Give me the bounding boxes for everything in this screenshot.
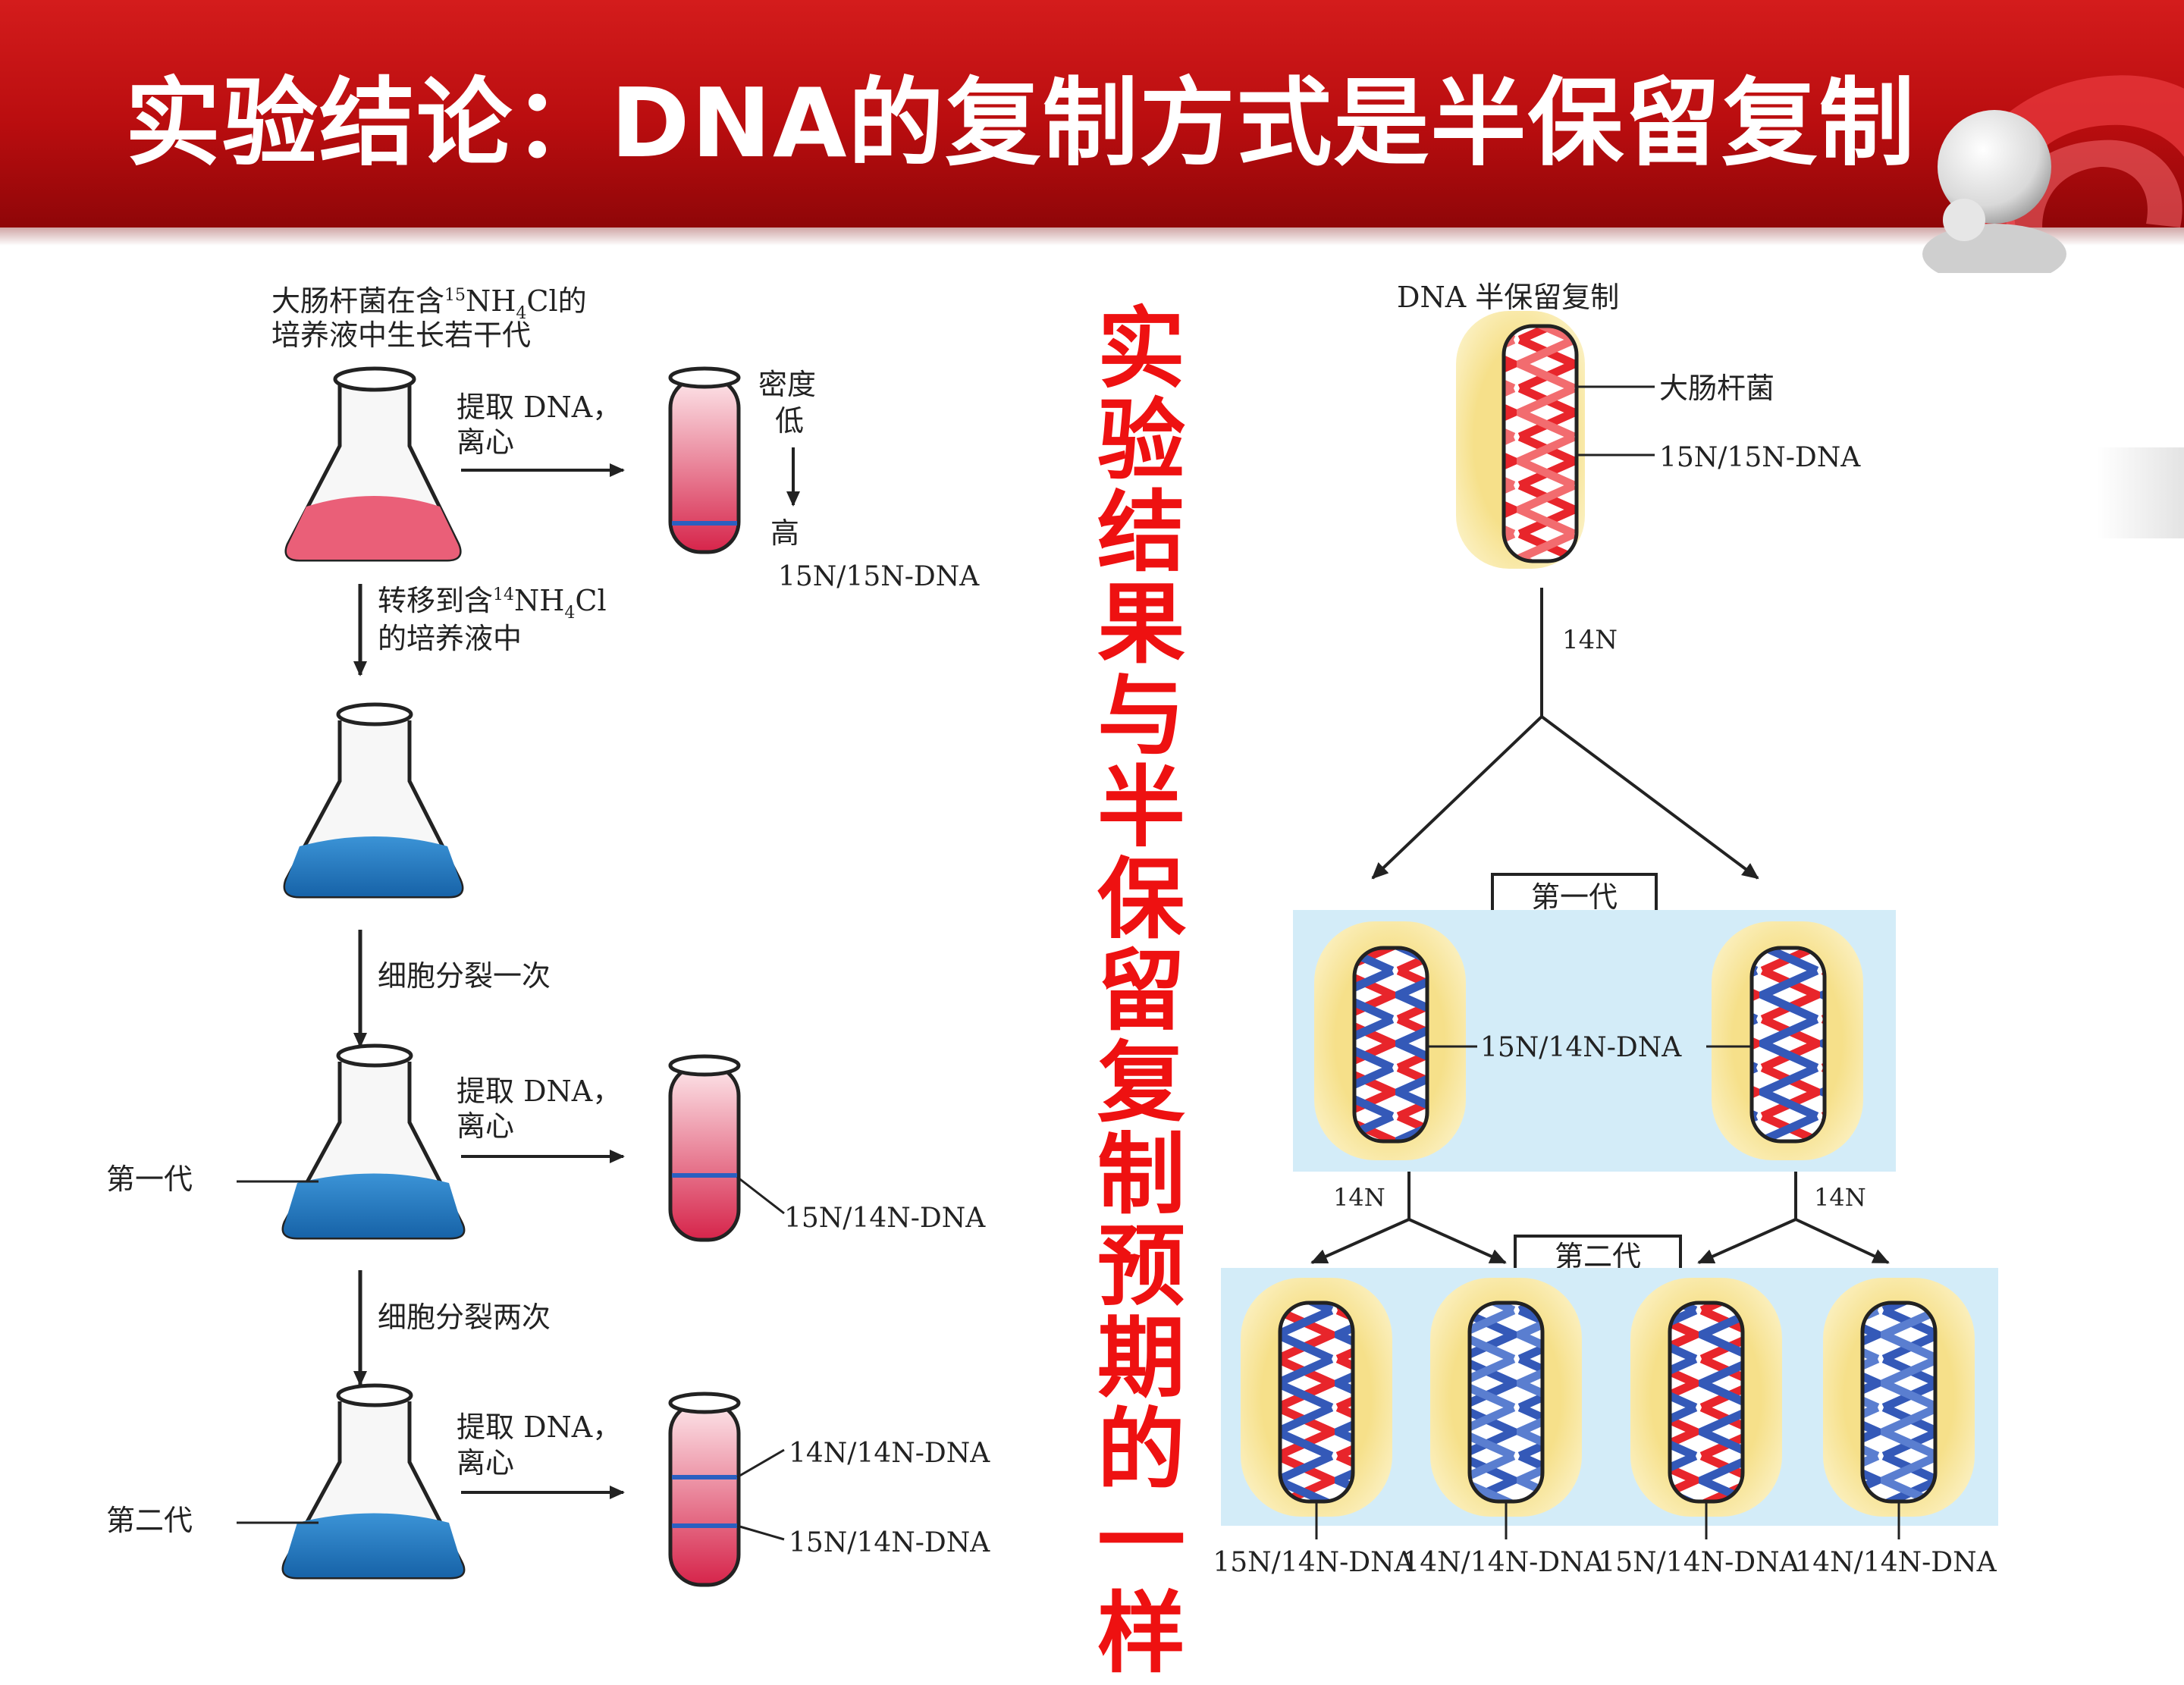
tube-2-pointer <box>736 1175 785 1215</box>
svg-text:提取 DNA，: 提取 DNA， <box>457 391 621 424</box>
flask-gen2 <box>281 1383 466 1580</box>
gen2-dna-label-2: 14N/14N-DNA <box>1402 1547 1604 1578</box>
gen2-cell-3 <box>1630 1278 1782 1517</box>
svg-text:高: 高 <box>770 516 799 550</box>
extract-label-3: 提取 DNA， 离心 <box>457 1410 621 1479</box>
svg-text:大肠杆菌在含15NH4Cl的: 大肠杆菌在含15NH4Cl的 <box>271 284 587 323</box>
label-15-15: 15N/15N-DNA <box>778 561 980 592</box>
svg-text:密度: 密度 <box>758 368 816 401</box>
tube-3 <box>668 1392 741 1587</box>
svg-text:的培养液中: 的培养液中 <box>378 622 522 655</box>
vertical-char: 果 <box>1097 573 1185 676</box>
tube-1 <box>668 366 741 554</box>
svg-text:离心: 离心 <box>457 425 514 459</box>
tube-3-pointer-top <box>736 1448 785 1479</box>
right-diagram: DNA 半保留复制 大肠杆菌 15N/15N-DNA 14N 第一代 15N/1… <box>1213 281 1998 1578</box>
tube-3-pointer-bottom <box>736 1524 785 1541</box>
right-header: DNA 半保留复制 <box>1397 281 1619 314</box>
right-edge-shade <box>2097 447 2184 538</box>
svg-text:培养液中生长若干代: 培养液中生长若干代 <box>271 318 531 352</box>
vertical-char: 与 <box>1097 665 1185 767</box>
gen2-dna-label-3: 15N/14N-DNA <box>1598 1547 1800 1578</box>
page-title: 实验结论：DNA的复制方式是半保留复制 <box>125 67 1916 179</box>
branch-1-left <box>1371 715 1543 880</box>
tube-2 <box>668 1054 741 1242</box>
gen2-label: 第二代 <box>106 1504 193 1537</box>
gen2-cell-2 <box>1430 1278 1582 1517</box>
label-15-14-b: 15N/14N-DNA <box>789 1527 990 1558</box>
left-diagram: 大肠杆菌在含15NH4Cl的 培养液中生长若干代 提取 DNA， 离心 密度 低… <box>106 284 990 1587</box>
vertical-char: 的 <box>1097 1399 1185 1501</box>
branch-2b <box>1408 1218 1507 1264</box>
gen2-cell-4 <box>1823 1278 1975 1517</box>
flask-initial <box>284 366 462 562</box>
branch-1-right <box>1540 715 1759 880</box>
gen1-cell-right <box>1712 921 1863 1160</box>
gen2-dna-label-1: 15N/14N-DNA <box>1213 1547 1414 1578</box>
vertical-char: 制 <box>1097 1124 1185 1226</box>
gen2-title: 第二代 <box>1555 1240 1641 1273</box>
branch-2a <box>1310 1218 1410 1264</box>
flask-gen1 <box>281 1043 466 1240</box>
label-15-14-a: 15N/14N-DNA <box>784 1203 986 1234</box>
svg-text:提取 DNA，: 提取 DNA， <box>457 1075 621 1108</box>
svg-text:离心: 离心 <box>457 1446 514 1479</box>
extract-label-1: 提取 DNA， 离心 <box>457 391 621 459</box>
vertical-char: 验 <box>1097 390 1185 492</box>
svg-text:离心: 离心 <box>457 1109 514 1143</box>
culture-label: 大肠杆菌在含15NH4Cl的 培养液中生长若干代 <box>271 284 587 352</box>
vertical-char: 复 <box>1097 1032 1185 1134</box>
svg-text:低: 低 <box>775 404 804 438</box>
vertical-char: 半 <box>1097 757 1185 859</box>
divide-once-label: 细胞分裂一次 <box>378 959 551 993</box>
n14-label-3: 14N <box>1814 1183 1866 1212</box>
branch-2d <box>1795 1218 1890 1264</box>
gen2-cell-1 <box>1241 1278 1392 1517</box>
vertical-char: 保 <box>1097 849 1185 951</box>
divide-twice-label: 细胞分裂两次 <box>378 1301 551 1334</box>
n14-label-1: 14N <box>1562 625 1618 655</box>
flask-transferred <box>283 702 464 899</box>
vertical-conclusion: 实验结果与半保留复制预期的一样 <box>1092 303 1191 1680</box>
gen2-dna-label-4: 14N/14N-DNA <box>1795 1547 1997 1578</box>
n14-label-2: 14N <box>1333 1183 1385 1212</box>
svg-text:提取 DNA，: 提取 DNA， <box>457 1410 621 1444</box>
figure-decoration <box>1922 110 2066 273</box>
gen1-dna-label: 15N/14N-DNA <box>1480 1032 1682 1063</box>
vertical-char: 结 <box>1097 482 1185 584</box>
vertical-char: 预 <box>1097 1216 1185 1318</box>
ecoli-label: 大肠杆菌 <box>1659 372 1774 405</box>
label-14-14: 14N/14N-DNA <box>789 1438 990 1469</box>
transfer-label: 转移到含14NH4Cl 的培养液中 <box>378 584 607 655</box>
vertical-char: 留 <box>1097 940 1185 1043</box>
gen1-cell-left <box>1314 921 1466 1160</box>
svg-text:转移到含14NH4Cl: 转移到含14NH4Cl <box>378 584 607 623</box>
vertical-char: 实 <box>1097 298 1185 400</box>
parent-cell <box>1456 311 1585 569</box>
extract-label-2: 提取 DNA， 离心 <box>457 1075 621 1143</box>
vertical-char: 期 <box>1097 1307 1185 1410</box>
vertical-char: 一 <box>1097 1491 1185 1593</box>
gen1-label: 第一代 <box>106 1163 193 1196</box>
gen1-title: 第一代 <box>1531 880 1618 914</box>
branch-2c <box>1697 1218 1796 1264</box>
vertical-char: 样 <box>1097 1583 1185 1685</box>
title-banner: 实验结论：DNA的复制方式是半保留复制 <box>0 0 2184 227</box>
density-label: 密度 低 高 <box>758 368 816 550</box>
banner-shadow <box>0 227 2184 246</box>
parent-dna-label: 15N/15N-DNA <box>1659 442 1861 473</box>
